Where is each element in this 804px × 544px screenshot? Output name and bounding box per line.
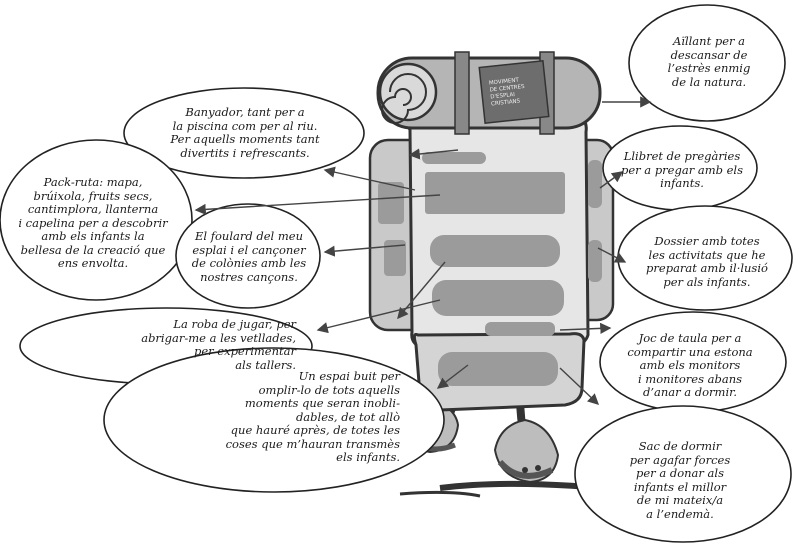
dossier-text: Dossier amb totes les activitats que he … bbox=[628, 235, 786, 289]
scarf-text: El foulard del meu esplai i el cançoner … bbox=[186, 230, 312, 284]
insulator-text: Aïllant per a descansar de l’estrès enmi… bbox=[655, 35, 763, 89]
route-pack-text: Pack-ruta: mapa, brúixola, fruits secs, … bbox=[8, 176, 178, 271]
prayer-book-text: Llibret de pregàries per a pregar amb el… bbox=[612, 150, 752, 191]
board-game-text: Joc de taula per a compartir una estona … bbox=[610, 332, 770, 400]
swimsuit-text: Banyador, tant per a la piscina com per … bbox=[140, 106, 350, 160]
play-clothes-text: La roba de jugar, per abrigar-me a les v… bbox=[56, 318, 296, 372]
empty-space-text: Un espai buit per omplir-lo de tots aque… bbox=[110, 370, 400, 465]
sleeping-bag-text: Sac de dormir per agafar forces per a do… bbox=[600, 440, 760, 521]
